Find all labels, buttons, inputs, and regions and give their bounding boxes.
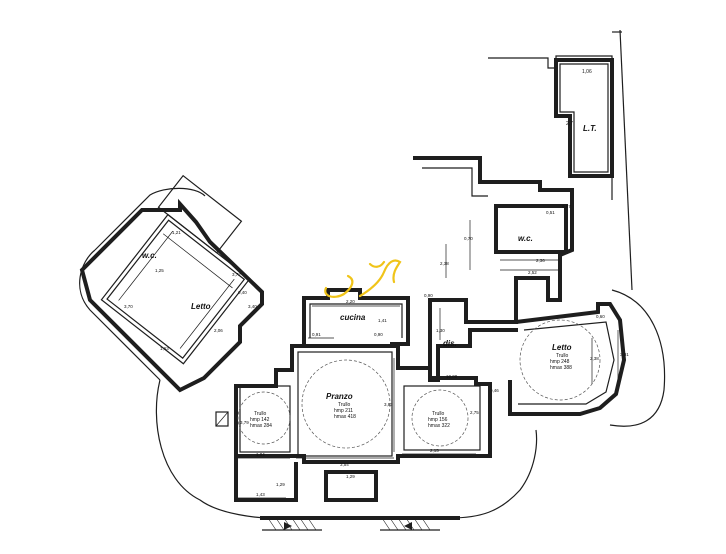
room-label-pranzo: Pranzo bbox=[326, 392, 353, 401]
trullo-pranzo-name: Trullo bbox=[338, 402, 351, 408]
room-label-letto-right: Letto bbox=[552, 343, 572, 352]
dim-cucina-1: 0,91 bbox=[312, 332, 321, 337]
dim-cucina-w: 2,20 bbox=[346, 299, 355, 304]
trullo-right-name: Trullo bbox=[432, 411, 445, 417]
room-label-letto-left: Letto bbox=[191, 302, 211, 311]
room-wc-right: w.c. 0,51 0,57 2,36 2,52 0,70 2,38 0,90 … bbox=[413, 156, 574, 382]
room-pranzo: Pranzo Trullo hmp 211 hmax 418 3,83 3,54… bbox=[234, 344, 492, 467]
trullo-letto-hmp: hmp 248 bbox=[550, 359, 570, 365]
dim-letto-r-4: 0,60 bbox=[596, 314, 605, 319]
room-label-cucina: cucina bbox=[340, 313, 366, 322]
dim-letto-l-3: 3,70 bbox=[124, 304, 133, 309]
dim-lt-top: 1,06 bbox=[582, 69, 592, 75]
trullo-pranzo-hmp: hmp 211 bbox=[334, 408, 353, 414]
dim-lt-side: 2,7 bbox=[566, 121, 573, 127]
dim-cucina-3: 1,41 bbox=[378, 318, 387, 323]
dim-letto-l-1: 3,72 bbox=[232, 272, 241, 277]
dim-bottom-4: 1,29 bbox=[276, 482, 285, 487]
trullo-left-hmp: hmp 142 bbox=[250, 417, 270, 423]
dim-pranzo-h: 3,83 bbox=[384, 402, 393, 407]
trullo-letto-hmax: hmax 388 bbox=[550, 365, 572, 371]
room-label-wc-right: w.c. bbox=[518, 234, 533, 243]
dim-wc-r-4: 2,36 bbox=[536, 258, 545, 263]
trullo-pranzo-hmax: hmax 418 bbox=[334, 414, 356, 420]
terrain-boundary bbox=[79, 29, 666, 519]
dim-corr-2: 2,38 bbox=[440, 261, 449, 266]
dim-corr-1: 0,70 bbox=[464, 236, 473, 241]
dim-letto-r-2: 3,01 bbox=[620, 352, 629, 357]
room-label-wc-left: w.c. bbox=[142, 251, 157, 260]
dim-pranzo-w: 3,54 bbox=[340, 462, 349, 467]
dim-bottom-5: 2,15 bbox=[430, 448, 439, 453]
room-label-lt: L.T. bbox=[583, 124, 597, 133]
dim-bottom-1: 1,29 bbox=[346, 474, 355, 479]
dim-cucina-2: 0,90 bbox=[374, 332, 383, 337]
room-trullo-left: Trullo hmp 142 hmax 284 1,84 3,79 bbox=[215, 385, 291, 459]
dim-letto-r-3: 0,46 bbox=[490, 388, 499, 393]
dim-letto-l-4: 3,40 bbox=[248, 304, 257, 309]
room-lt: 1,06 2,7 L.T. bbox=[554, 58, 614, 178]
trullo-right-hmp: hmp 156 bbox=[428, 417, 448, 423]
dim-bottom-2: 1,84 bbox=[256, 452, 265, 457]
dim-left-h: 3,79 bbox=[240, 420, 249, 425]
dim-corr-3: 0,90 bbox=[424, 293, 433, 298]
trullo-left-name: Trullo bbox=[254, 411, 267, 417]
room-label-dis: dis. bbox=[443, 339, 457, 348]
dim-pranzo-right: 10,00 bbox=[446, 374, 458, 379]
dim-wc-r-2: 0,57 bbox=[562, 204, 571, 209]
trullo-right-hmax: hmax 322 bbox=[428, 423, 450, 429]
annotation-mark bbox=[324, 274, 354, 298]
dim-letto-r-1: 2,38 bbox=[590, 356, 599, 361]
dim-wc-r-1: 0,51 bbox=[546, 210, 555, 215]
bottom-spaces: 1,43 1,29 1,29 bbox=[234, 456, 460, 531]
dim-letto-l-6: 1,21 bbox=[172, 230, 181, 235]
room-letto-left: w.c. Letto 3,72 0,40 2,06 1,63 1,21 3,70… bbox=[79, 174, 264, 393]
trullo-letto-name: Trullo bbox=[556, 353, 569, 359]
dim-letto-l-8: 1,25 bbox=[155, 268, 164, 273]
dim-letto-l-5: 0,40 bbox=[238, 290, 247, 295]
dim-right-h: 2,75 bbox=[470, 410, 479, 415]
dim-corr-4: 1,30 bbox=[436, 328, 445, 333]
room-cucina: 2,20 cucina 0,91 0,90 1,41 bbox=[302, 259, 410, 346]
dim-letto-l-2: 2,06 bbox=[214, 328, 223, 333]
room-letto-right: Letto Trullo hmp 248 hmax 388 0,60 2,38 … bbox=[490, 302, 629, 416]
trullo-left-hmax: hmax 284 bbox=[250, 423, 272, 429]
dim-letto-l-7: 1,63 bbox=[160, 346, 169, 351]
room-trullo-right: Trullo hmp 156 hmax 322 2,15 2,75 bbox=[402, 385, 481, 455]
dim-wc-r-5: 2,52 bbox=[528, 270, 537, 275]
dim-bottom-3: 1,43 bbox=[256, 492, 265, 497]
